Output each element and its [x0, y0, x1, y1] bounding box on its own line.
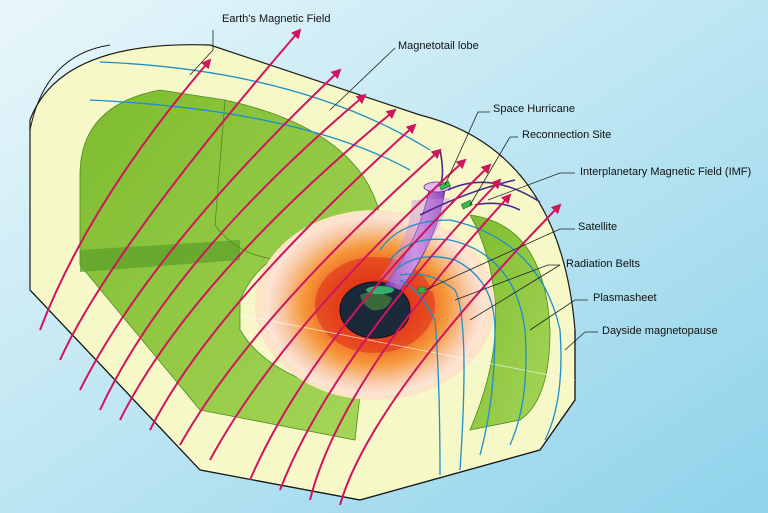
dayside-green-crescent: [469, 214, 551, 431]
earth-field-lines-red: [39, 28, 562, 506]
shell-front-face: [29, 289, 576, 501]
label-satellite: Satellite: [578, 221, 618, 233]
earth-field-lines-blue: [89, 61, 562, 476]
hurricane-reconnection-marker: [438, 180, 451, 191]
label-imf: Interplanetary Magnetic Field (IMF): [580, 166, 752, 178]
shell-end-arc: [29, 44, 111, 290]
label-earth-magnetic-field: Earth's Magnetic Field: [222, 13, 331, 25]
label-plasmasheet: Plasmasheet: [593, 292, 657, 304]
label-radiation-belts: Radiation Belts: [566, 258, 640, 270]
label-reconnection-site: Reconnection Site: [522, 129, 612, 141]
earth-aurora: [366, 286, 394, 294]
label-space-hurricane: Space Hurricane: [493, 103, 575, 115]
label-dayside-magnetopause: Dayside magnetopause: [602, 325, 718, 337]
lobe-floor-band: [80, 240, 240, 272]
leader-lines: [189, 30, 598, 351]
label-magnetotail-lobe: Magnetotail lobe: [398, 40, 479, 52]
equatorial-line: [239, 314, 576, 381]
